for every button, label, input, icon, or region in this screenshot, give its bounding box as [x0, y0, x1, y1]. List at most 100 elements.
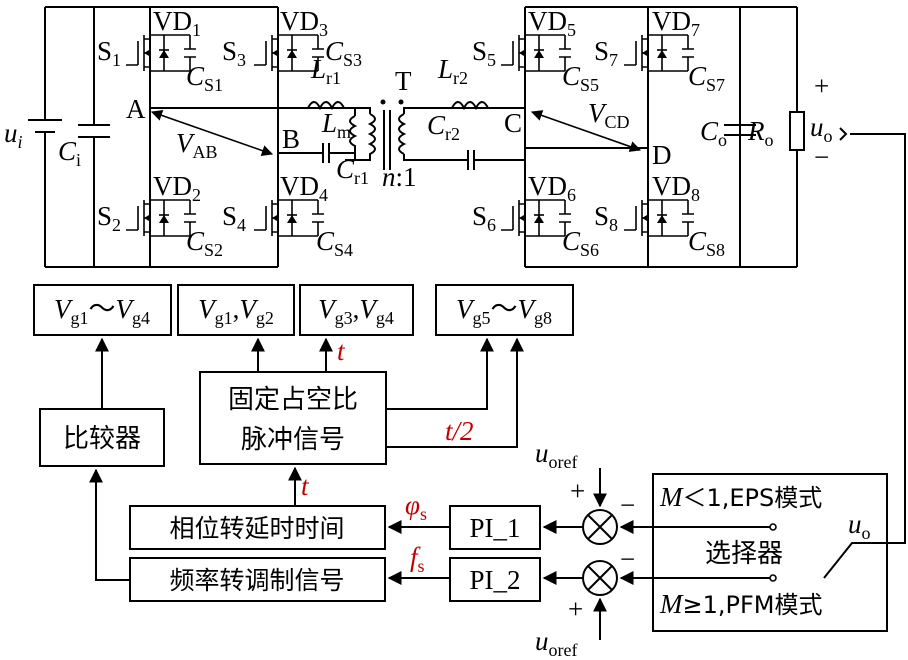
mode-eps-label: M＜1,EPS模式	[659, 482, 822, 512]
ro-label: Ro	[747, 116, 774, 150]
transformer-primary	[345, 113, 376, 161]
gate-label-g1-g2: Vg1,Vg2	[198, 294, 274, 328]
co-label: Co	[700, 116, 727, 150]
selector-box	[652, 473, 888, 632]
sum-junction-1	[582, 509, 618, 545]
t-label-top: t	[337, 336, 346, 366]
cs7-label: CS7	[688, 61, 725, 95]
selector-uo-label: uo	[848, 509, 871, 543]
phi-s-label: φs	[405, 490, 427, 524]
cr1-label: Cr1	[336, 154, 369, 188]
freq-modulation-box	[129, 557, 386, 602]
s8-label: S8	[594, 201, 618, 235]
output-minus: −	[814, 142, 829, 172]
comparator-box	[39, 408, 165, 467]
phase-delay-box	[129, 505, 386, 550]
cs5-label: CS5	[562, 61, 599, 95]
wire-pulse-to-g5g8-b	[386, 337, 524, 448]
s7-label: S7	[594, 36, 618, 70]
cs1-label: CS1	[186, 61, 223, 95]
turns-ratio-label: n:1	[382, 162, 417, 192]
lm-label: Lm	[321, 108, 351, 142]
inductor-lr1	[307, 101, 345, 111]
cs6-label: CS6	[562, 226, 599, 260]
control-labels: Vg1～Vg4 Vg1,Vg2 Vg3,Vg4 Vg5～Vg8 比较器 固定占空…	[54, 294, 871, 660]
s4-label: S4	[222, 201, 246, 235]
uoref-top-label: uoref	[535, 438, 577, 472]
wire-uo-feedback	[823, 133, 906, 579]
sum2-plus: +	[568, 594, 583, 624]
output-terminal	[839, 127, 848, 141]
gate-box-g3-g4	[299, 284, 414, 336]
sum1-plus: +	[570, 476, 585, 506]
node-a-label: A	[126, 94, 146, 124]
gate-box-g5-g8	[435, 284, 574, 336]
power-labels: ui Ci VD1 VD3 VD2 VD4 VD5 VD7 VD6 VD8 S1…	[4, 6, 833, 260]
pulse-label-line1: 固定占空比	[228, 385, 358, 415]
dot-primary	[380, 99, 386, 105]
pi1-box	[449, 505, 541, 550]
sum2-minus: −	[620, 544, 635, 574]
node-b-label: B	[282, 124, 300, 154]
node-c-label: C	[504, 108, 522, 138]
inductor-lm	[349, 108, 358, 156]
fs-label: fs	[410, 542, 425, 576]
gate-label-g3-g4: Vg3,Vg4	[318, 294, 394, 328]
vd2-label: VD2	[153, 171, 201, 205]
pi2-label: PI_2	[469, 565, 520, 595]
inductor-lr2	[451, 101, 489, 111]
s5-label: S5	[472, 36, 496, 70]
vd6-label: VD6	[528, 171, 576, 205]
cs8-label: CS8	[688, 226, 725, 260]
cs4-label: CS4	[316, 226, 353, 260]
lr1-label: Lr1	[310, 54, 341, 88]
vd4-label: VD4	[280, 171, 328, 205]
s6-label: S6	[472, 201, 496, 235]
vab-arrow	[150, 110, 274, 156]
input-capacitor-ci	[78, 7, 110, 267]
vd5-label: VD5	[528, 6, 576, 40]
transformer-label: T	[395, 66, 412, 96]
wire-freq-to-comparator	[89, 468, 130, 581]
vd1-label: VD1	[153, 6, 201, 40]
ui-label: ui	[4, 118, 23, 152]
s1-label: S1	[97, 36, 121, 70]
vab-label: VAB	[176, 128, 218, 162]
sum-junction-2	[582, 560, 618, 596]
capacitor-cr2	[467, 150, 475, 170]
ci-label: Ci	[58, 136, 81, 170]
t-half-label: t/2	[445, 416, 474, 446]
uo-output-label: uo	[810, 112, 833, 146]
comparator-label: 比较器	[63, 424, 141, 454]
selector-contact-2	[769, 574, 777, 582]
vcd-arrow	[530, 110, 642, 152]
pulse-label-line2: 脉冲信号	[241, 425, 345, 455]
cr2-label: Cr2	[427, 110, 460, 144]
selector-contact-1	[769, 523, 777, 531]
dot-secondary	[398, 99, 404, 105]
wire-pulse-to-g5g8-a	[386, 337, 494, 410]
s2-label: S2	[97, 201, 121, 235]
lr2-label: Lr2	[437, 54, 468, 88]
s3-label: S3	[222, 36, 246, 70]
capacitor-cr1	[278, 143, 355, 163]
control-stage	[33, 133, 906, 640]
gate-label-g5-g8: Vg5～Vg8	[456, 294, 552, 328]
output-plus: +	[814, 71, 829, 101]
cs2-label: CS2	[186, 226, 223, 260]
input-source-symbol	[28, 119, 62, 146]
node-d-label: D	[652, 140, 672, 170]
transformer-secondary	[398, 113, 407, 155]
vd3-label: VD3	[280, 6, 328, 40]
gate-box-g1-g2	[177, 284, 295, 336]
freq-modulation-label: 频率转调制信号	[169, 566, 344, 595]
vd8-label: VD8	[652, 171, 700, 205]
t-label-phase: t	[301, 471, 310, 501]
vd7-label: VD7	[652, 6, 700, 40]
vcd-label: VCD	[588, 98, 630, 132]
phase-delay-label: 相位转延时时间	[169, 514, 344, 543]
uoref-bottom-label: uoref	[535, 626, 577, 660]
gate-label-g1-g4: Vg1～Vg4	[54, 294, 150, 328]
pi2-box	[449, 557, 541, 602]
